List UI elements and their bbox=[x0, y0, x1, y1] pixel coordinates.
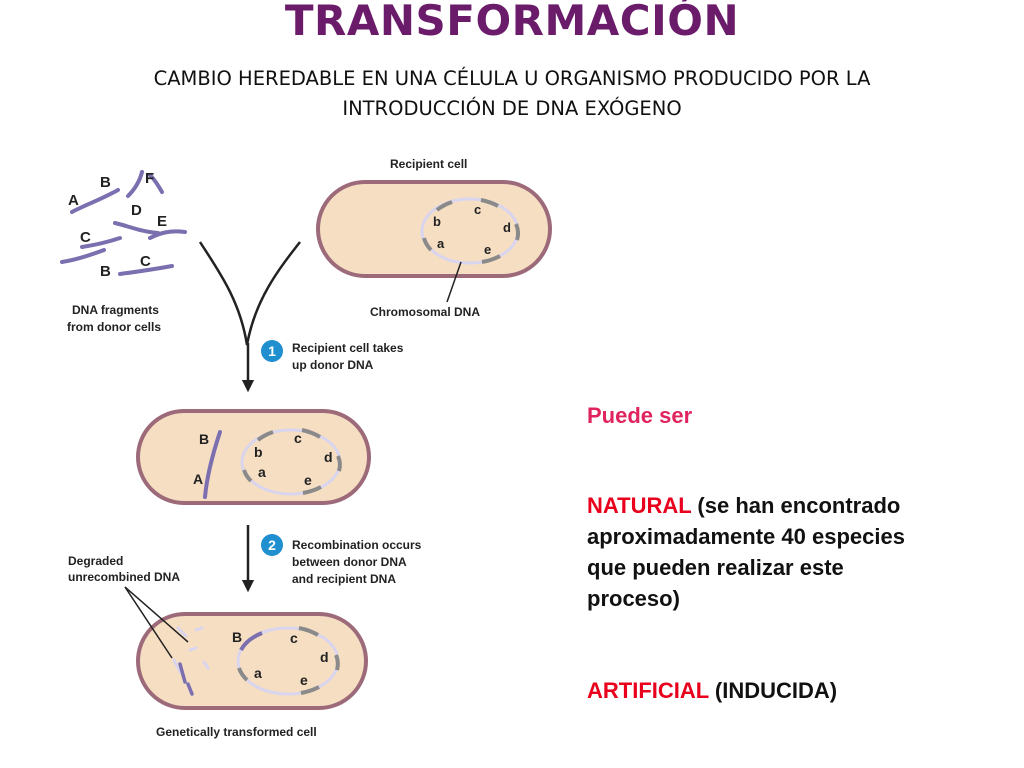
donor-fragment bbox=[113, 221, 160, 235]
chromosome-ring-1 bbox=[420, 197, 521, 265]
degraded-pointers bbox=[124, 586, 189, 659]
step-1-text: up donor DNA bbox=[292, 358, 374, 372]
cell3-letter: d bbox=[320, 649, 329, 665]
degraded-label: Degraded bbox=[68, 554, 123, 568]
step-1-number: 1 bbox=[268, 343, 276, 359]
natural-text: (se han encontrado bbox=[691, 493, 901, 518]
degraded-donor-fragment bbox=[186, 682, 194, 696]
natural-description: NATURAL (se han encontrado aproximadamen… bbox=[587, 490, 905, 614]
artificial-text: (INDUCIDA) bbox=[708, 678, 838, 703]
degraded-label: unrecombined DNA bbox=[68, 570, 180, 584]
cell2-letter: a bbox=[258, 464, 266, 480]
donor-fragment bbox=[148, 173, 164, 194]
natural-text: proceso) bbox=[587, 586, 680, 611]
chromosome-ring-3 bbox=[236, 626, 340, 696]
definition-line-1: CAMBIO HEREDABLE EN UNA CÉLULA U ORGANIS… bbox=[153, 67, 871, 90]
chromosome-ring-2 bbox=[240, 428, 342, 496]
donor-fragment bbox=[80, 236, 122, 249]
step-2-badge bbox=[261, 534, 283, 556]
cell2-letter: c bbox=[294, 430, 302, 446]
cell2-letter: e bbox=[304, 472, 312, 488]
donor-fragment bbox=[70, 188, 120, 214]
natural-text: aproximadamente 40 especies bbox=[587, 524, 905, 549]
gene-letter: a bbox=[437, 236, 445, 251]
step-2-number: 2 bbox=[268, 537, 276, 553]
step-2-text: between donor DNA bbox=[292, 555, 407, 569]
fragment-letter: C bbox=[80, 229, 91, 246]
converging-arrow bbox=[198, 241, 301, 346]
degraded-donor-fragment bbox=[178, 662, 187, 684]
fragment-letter: D bbox=[131, 202, 142, 219]
fragment-letter: C bbox=[140, 253, 151, 270]
chromosomal-dna-label: Chromosomal DNA bbox=[370, 305, 480, 319]
gene-letter: c bbox=[474, 202, 481, 217]
fragment-letter: B bbox=[100, 174, 111, 191]
step-2-text: and recipient DNA bbox=[292, 572, 396, 586]
degraded-fragments bbox=[172, 626, 210, 674]
donor-label: from donor cells bbox=[67, 320, 161, 334]
artificial-description: ARTIFICIAL (INDUCIDA) bbox=[587, 675, 837, 706]
natural-keyword: NATURAL bbox=[587, 493, 692, 518]
cell3-letter: c bbox=[290, 630, 298, 646]
gene-letter: e bbox=[484, 242, 491, 257]
chromosomal-pointer bbox=[446, 261, 462, 303]
artificial-keyword: ARTIFICIAL bbox=[587, 678, 709, 703]
cell2-letter: A bbox=[193, 471, 203, 487]
cell3-letter: a bbox=[254, 665, 262, 681]
donor-fragment bbox=[118, 264, 174, 276]
step-1-text: Recipient cell takes bbox=[292, 341, 404, 355]
donor-fragment bbox=[126, 170, 144, 198]
definition-line-2: INTRODUCCIÓN DE DNA EXÓGENO bbox=[342, 97, 682, 120]
donor-label: DNA fragments bbox=[72, 303, 159, 317]
fragment-letter: E bbox=[157, 213, 167, 230]
page-title: TRANSFORMACIÓN bbox=[284, 0, 740, 45]
donor-dna-inside bbox=[203, 430, 222, 499]
fragment-letter: F bbox=[145, 170, 154, 187]
donor-fragment bbox=[60, 248, 106, 264]
puede-ser-heading: Puede ser bbox=[587, 403, 693, 428]
natural-text: que pueden realizar este bbox=[587, 555, 844, 580]
transformed-cell-label: Genetically transformed cell bbox=[156, 725, 317, 739]
cell2-letter: B bbox=[199, 431, 209, 447]
step-1-badge bbox=[261, 340, 283, 362]
gene-letter: d bbox=[503, 220, 511, 235]
step-2-text: Recombination occurs bbox=[292, 538, 422, 552]
recipient-cell bbox=[316, 180, 552, 278]
fragment-letter: B bbox=[100, 263, 111, 280]
donor-fragment bbox=[148, 229, 187, 240]
cell2-letter: d bbox=[324, 449, 333, 465]
transformed-cell bbox=[136, 612, 368, 710]
donor-dna-fragments bbox=[60, 170, 187, 276]
gene-letter: b bbox=[433, 214, 441, 229]
recipient-cell-label: Recipient cell bbox=[390, 157, 467, 171]
fragment-letter: A bbox=[68, 192, 79, 209]
cell3-letter: e bbox=[300, 672, 308, 688]
definition-subtitle: CAMBIO HEREDABLE EN UNA CÉLULA U ORGANIS… bbox=[40, 64, 984, 124]
cell3-letter: B bbox=[232, 629, 242, 645]
cell2-letter: b bbox=[254, 444, 263, 460]
